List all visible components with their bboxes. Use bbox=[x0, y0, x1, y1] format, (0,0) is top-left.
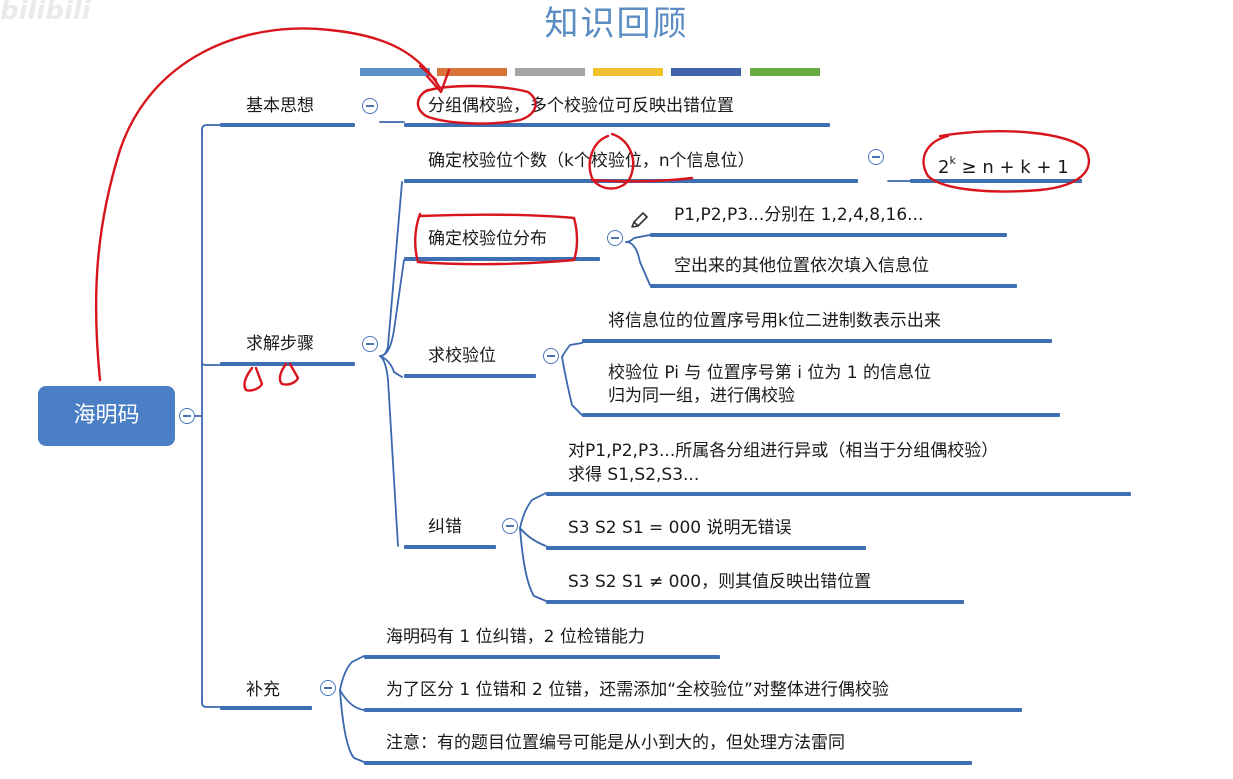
swatch-green bbox=[750, 68, 820, 76]
basic-item-underline bbox=[404, 123, 830, 127]
steps-compute-underline bbox=[404, 374, 536, 378]
compute-item-1-underline bbox=[582, 339, 1052, 343]
root-node[interactable]: 海明码 bbox=[38, 386, 175, 446]
branch-steps-underline bbox=[220, 362, 355, 366]
collapse-icon[interactable] bbox=[502, 518, 518, 534]
collapse-icon[interactable] bbox=[362, 98, 378, 114]
correct-item-2[interactable]: S3 S2 S1 = 000 说明无错误 bbox=[568, 518, 792, 538]
basic-item[interactable]: 分组偶校验，多个校验位可反映出错位置 bbox=[428, 96, 734, 116]
swatch-orange bbox=[437, 68, 507, 76]
supplement-item-3[interactable]: 注意：有的题目位置编号可能是从小到大的，但处理方法雷同 bbox=[386, 733, 845, 753]
collapse-icon[interactable] bbox=[607, 230, 623, 246]
supplement-item-2-underline bbox=[364, 708, 1022, 712]
swatch-navy bbox=[671, 68, 741, 76]
collapse-icon[interactable] bbox=[543, 348, 559, 364]
correct-item-3[interactable]: S3 S2 S1 ≠ 000，则其值反映出错位置 bbox=[568, 572, 872, 592]
collapse-icon[interactable] bbox=[362, 336, 378, 352]
compute-item-1[interactable]: 将信息位的位置序号用k位二进制数表示出来 bbox=[608, 311, 941, 331]
distribution-item-1-underline bbox=[650, 233, 1007, 237]
correct-item-1b[interactable]: 求得 S1,S2,S3... bbox=[568, 465, 700, 485]
page-title: 知识回顾 bbox=[544, 4, 689, 44]
distribution-item-2[interactable]: 空出来的其他位置依次填入信息位 bbox=[674, 256, 929, 276]
correct-item-3-underline bbox=[546, 600, 964, 604]
steps-distribution-underline bbox=[404, 257, 600, 261]
supplement-item-1[interactable]: 海明码有 1 位纠错，2 位检错能力 bbox=[386, 627, 645, 647]
correct-item-2-underline bbox=[546, 546, 866, 550]
compute-item-2-underline bbox=[582, 413, 1060, 417]
compute-item-2[interactable]: 校验位 Pi 与 位置序号第 i 位为 1 的信息位 bbox=[608, 363, 931, 383]
correct-item-1[interactable]: 对P1,P2,P3...所属各分组进行异或（相当于分组偶校验） bbox=[568, 441, 999, 461]
steps-correct-underline bbox=[404, 545, 496, 549]
collapse-icon[interactable] bbox=[320, 680, 336, 696]
formula-text: 2k ≥ n + k + 1 bbox=[938, 154, 1069, 178]
supplement-item-2[interactable]: 为了区分 1 位错和 2 位错，还需添加“全校验位”对整体进行偶校验 bbox=[386, 680, 889, 700]
swatch-yellow bbox=[593, 68, 663, 76]
pencil-icon bbox=[628, 210, 650, 232]
supplement-item-3-underline bbox=[364, 761, 972, 765]
collapse-icon[interactable] bbox=[179, 408, 195, 424]
supplement-item-1-underline bbox=[364, 655, 720, 659]
branch-steps-label[interactable]: 求解步骤 bbox=[246, 334, 314, 354]
distribution-item-1[interactable]: P1,P2,P3...分别在 1,2,4,8,16... bbox=[674, 205, 924, 225]
swatch-gray bbox=[515, 68, 585, 76]
branch-basic-label[interactable]: 基本思想 bbox=[246, 96, 314, 116]
branch-supplement-underline bbox=[220, 706, 312, 710]
steps-correct-label[interactable]: 纠错 bbox=[428, 517, 462, 537]
correct-item-1-underline bbox=[546, 492, 1131, 496]
compute-item-2b[interactable]: 归为同一组，进行偶校验 bbox=[608, 386, 795, 406]
distribution-item-2-underline bbox=[650, 284, 1017, 288]
branch-basic-underline bbox=[220, 123, 355, 127]
branch-supplement-label[interactable]: 补充 bbox=[246, 680, 280, 700]
swatch-blue bbox=[360, 68, 430, 76]
formula-underline bbox=[910, 179, 1082, 183]
watermark-logo: bilibili bbox=[0, 0, 91, 26]
steps-count-label[interactable]: 确定校验位个数（k个校验位，n个信息位） bbox=[428, 151, 755, 171]
steps-compute-label[interactable]: 求校验位 bbox=[428, 346, 496, 366]
collapse-icon[interactable] bbox=[868, 149, 884, 165]
steps-distribution-label[interactable]: 确定校验位分布 bbox=[428, 229, 547, 249]
